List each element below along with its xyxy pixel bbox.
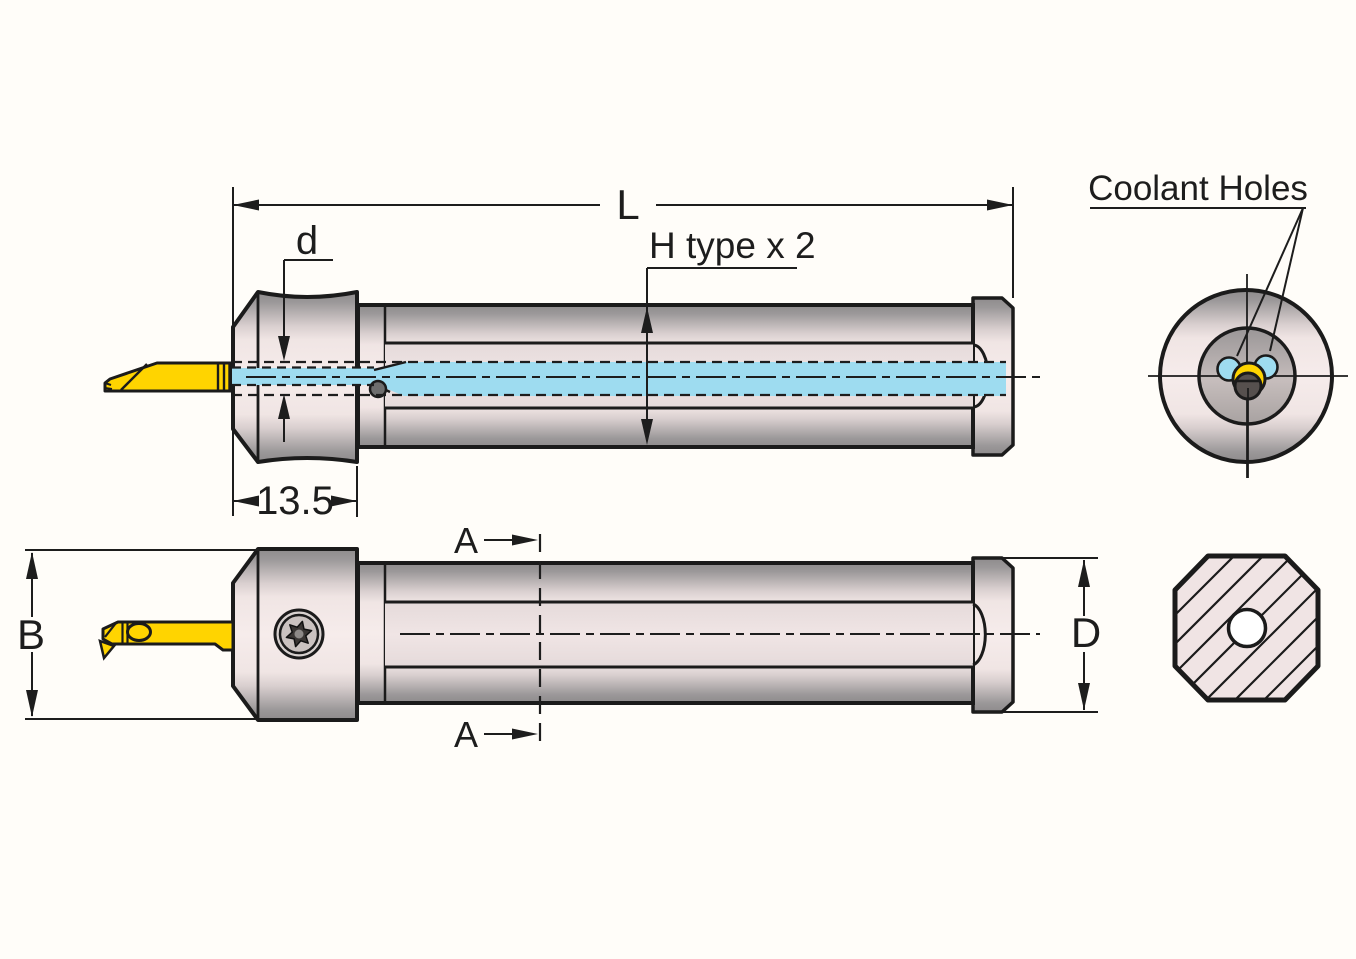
dimension-label-13-5: 13.5 xyxy=(256,479,334,523)
leader-line-right-hole xyxy=(1269,207,1304,352)
section-label-bottom: A xyxy=(454,714,478,755)
section-view-A-A xyxy=(1172,553,1321,703)
arrowhead-up xyxy=(641,307,653,333)
screw-center-dot xyxy=(294,629,304,639)
coolant-channel-wide xyxy=(404,362,1006,396)
dimension-label-L: L xyxy=(616,181,639,228)
arrowhead-down xyxy=(26,690,38,717)
coolant-channel xyxy=(232,360,1006,399)
insert-edge-line xyxy=(104,622,117,638)
bore-mouth-arc xyxy=(972,602,987,667)
side-view-coolant: L d H type x 2 13.5 xyxy=(103,181,1040,523)
torx-clamp-screw xyxy=(273,608,325,660)
cutting-tip-notch xyxy=(104,387,113,390)
boring-bar xyxy=(98,620,235,661)
leader-line-left-hole xyxy=(1236,207,1304,357)
dimension-label-B: B xyxy=(17,611,45,658)
arrowhead-left xyxy=(233,495,259,507)
arrowhead-down xyxy=(641,419,653,445)
arrowhead-right xyxy=(987,199,1013,211)
clamp-finger xyxy=(126,622,152,642)
coolant-type-label: H type x 2 xyxy=(649,225,816,266)
hatch-line xyxy=(1185,556,1318,700)
dimension-d: d xyxy=(278,219,333,442)
hatch-line xyxy=(1243,556,1318,700)
boring-bar xyxy=(103,361,234,393)
dimension-label-D: D xyxy=(1071,609,1101,656)
funnel-edge-upper xyxy=(373,360,407,372)
arrowhead-right xyxy=(331,495,357,507)
hatch-line xyxy=(1175,556,1280,700)
arrowhead-down xyxy=(1078,683,1090,710)
arrowhead-up xyxy=(26,552,38,579)
section-line-A-A: A A xyxy=(454,520,542,755)
arrowhead-right xyxy=(512,534,538,546)
arrowhead-left xyxy=(233,199,259,211)
section-label-top: A xyxy=(454,520,478,561)
dimension-13-5: 13.5 xyxy=(233,466,358,523)
arrowhead-up xyxy=(1078,560,1090,587)
dimension-H: H type x 2 xyxy=(641,225,816,445)
center-bore-hole xyxy=(1226,607,1268,649)
arrowhead-up xyxy=(278,394,290,419)
cutting-insert-nose xyxy=(98,639,117,661)
cutting-tip-notch xyxy=(104,382,112,386)
dimension-L: L xyxy=(233,181,1014,298)
hatch-line xyxy=(1175,556,1251,700)
side-view-plain: A A B D xyxy=(17,520,1101,755)
arrowhead-right xyxy=(512,728,538,740)
dimension-label-d: d xyxy=(296,219,318,263)
insert-seat-line xyxy=(120,363,148,391)
hatch-line xyxy=(1214,556,1318,700)
dimension-D: D xyxy=(977,557,1101,713)
dimension-B: B xyxy=(17,549,358,720)
arrowhead-down xyxy=(278,336,290,361)
coolant-holes-label: Coolant Holes xyxy=(1088,169,1308,208)
coolant-holes-callout: Coolant Holes xyxy=(1088,169,1308,357)
end-view: Coolant Holes xyxy=(1088,169,1348,478)
hatch-line xyxy=(1175,556,1309,700)
